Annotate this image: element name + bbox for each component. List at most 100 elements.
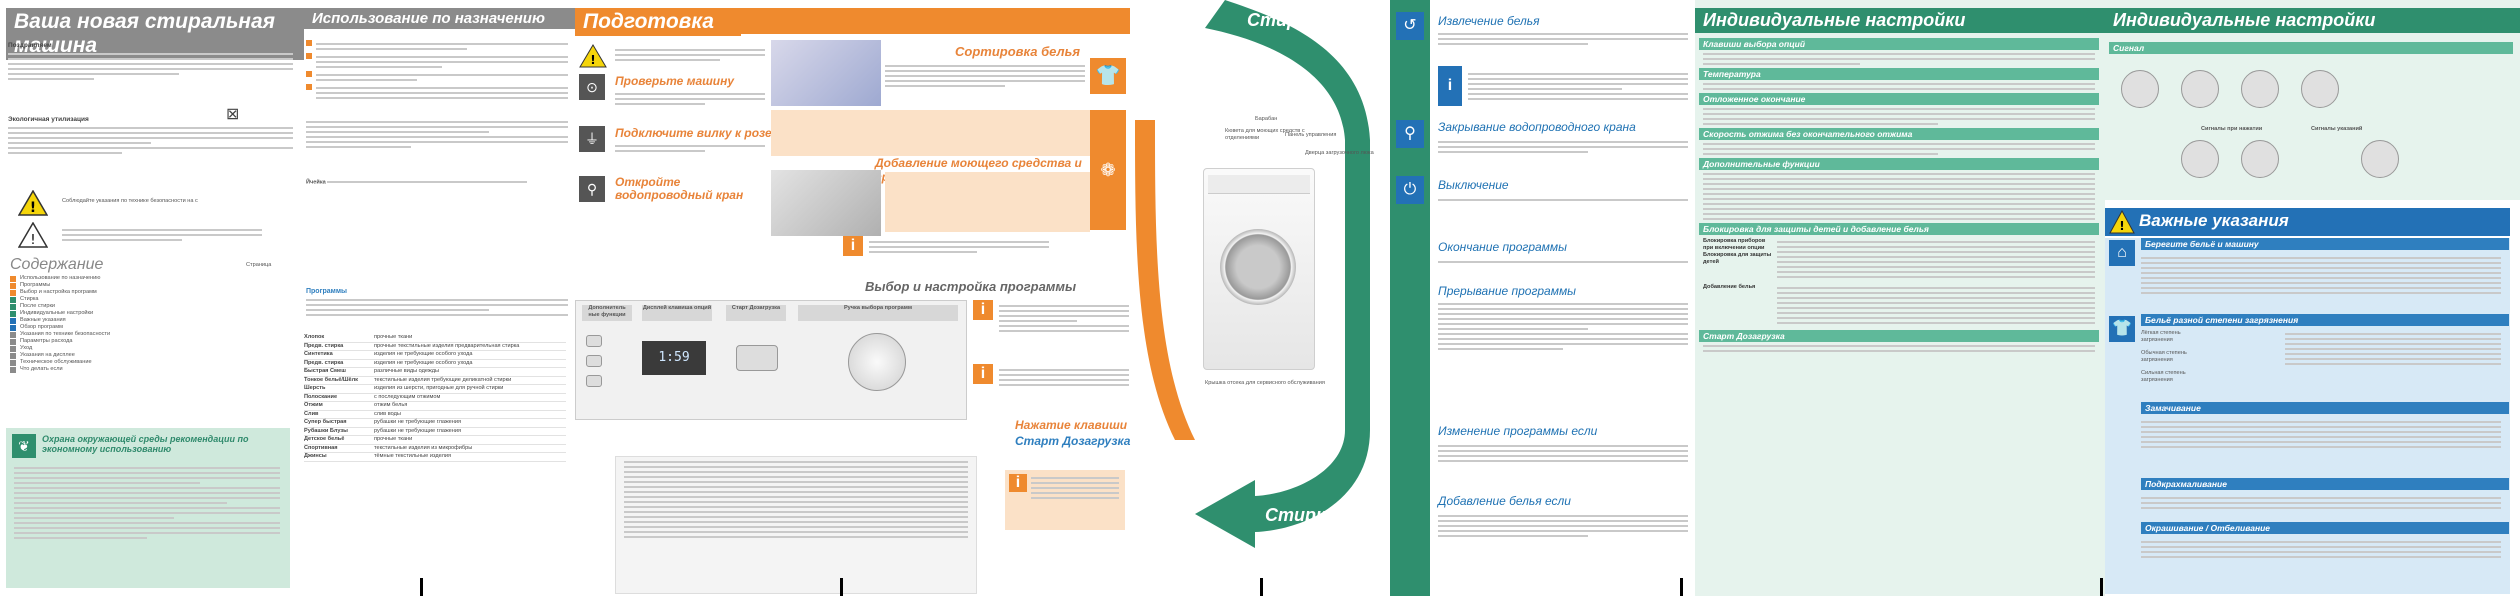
option-button[interactable] (586, 335, 602, 347)
eco-title: Экологичная утилизация (8, 116, 89, 123)
panel-settings: Индивидуальные настройки Клавиши выбора … (1695, 0, 2106, 596)
program-desc: тёмные текстильные изделия (374, 453, 452, 459)
panel-label-knob: Ручка выбора программ (798, 305, 958, 321)
start-label: Старт Дозагрузка (1015, 434, 1131, 448)
flow-arrows (1135, 0, 1370, 548)
contents-item[interactable]: Параметры расхода (10, 338, 290, 345)
program-desc: с последующим отжимом (374, 393, 441, 400)
program-desc: прочные ткани (374, 436, 413, 442)
panel-intro: Ваша новая стиральная машина Поздравляем… (0, 0, 304, 596)
contents-page-label: Страница (246, 262, 272, 268)
program-name: Предв. стирка (304, 342, 344, 349)
bottom-tick (1260, 578, 1263, 596)
contents-item[interactable]: После стирки (10, 303, 290, 310)
label-control-panel-2: Панель управления (1285, 132, 1337, 138)
label-door: Дверца загрузочного люка (1305, 150, 1374, 156)
program-knob[interactable] (848, 333, 906, 391)
contents-item[interactable]: Уход (10, 345, 290, 352)
panel-important: Индивидуальные настройки Сигнал Сигналы … (2105, 0, 2520, 596)
contents-item[interactable]: Использование по назначению (10, 275, 290, 282)
program-name: Супер быстрая (304, 419, 347, 425)
important-header: ! Важные указания (2105, 208, 2510, 236)
warning-icon: ! (579, 44, 607, 73)
display-screen: 1:59 (642, 341, 706, 375)
contents-item[interactable]: Важные указания (10, 317, 290, 324)
contents-item[interactable]: Что делать если (10, 366, 290, 373)
remove-title: Извлечение белья (1438, 14, 1540, 28)
plug-icon: ⏚ (579, 126, 605, 152)
info-box-5: i (1438, 66, 1462, 106)
program-name: Предв. стирка (304, 359, 344, 366)
contents-item[interactable]: Обзор программ (10, 324, 290, 331)
warning-icon: ! (2109, 209, 2135, 239)
tap-icon: ⚲ (1396, 120, 1424, 148)
program-desc: текстильные изделия требующие деликатной… (374, 376, 512, 383)
important-title: Важные указания (2139, 211, 2289, 230)
signal-label: Сигналы при нажатии (2201, 126, 2263, 132)
shirt-icon: 👕 (2109, 316, 2135, 342)
machine-check-icon: ⊙ (579, 74, 605, 100)
contents-title: Содержание (10, 256, 104, 273)
panel-label-display: Дисплей клавиша опций (642, 305, 712, 321)
info-box-2: i (973, 300, 993, 320)
program-row: Рубашки Блузы рубашки не требующие глажен… (304, 427, 566, 436)
svg-text:!: ! (590, 53, 595, 67)
prep-title: Подготовка (575, 8, 741, 36)
interrupt-title: Прерывание программы (1438, 284, 1577, 298)
contents-item[interactable]: Выбор и настройка программ (10, 289, 290, 296)
info-box: i (843, 236, 863, 256)
intro-title: Ваша новая стиральная машина (6, 8, 304, 60)
program-name: Рубашки Блузы (304, 427, 348, 434)
signal-diagram: Сигналы при нажатии Сигналы указаний (2111, 56, 2507, 196)
program-name: Слив (304, 410, 319, 417)
svg-text:!: ! (30, 233, 35, 248)
programs-title: Программы (306, 288, 348, 295)
press-title: Нажатие клавиши (1015, 418, 1128, 432)
section-bar: Берегите бельё и машину (2141, 238, 2509, 250)
door-porthole (1220, 229, 1296, 305)
program-desc: текстильные изделия из микрофибры (374, 444, 473, 451)
panel-label-extra: Дополнитель ные функции (582, 305, 632, 321)
start-button[interactable] (736, 345, 778, 371)
add-title: Добавление белья если (1438, 494, 1571, 508)
option-button[interactable] (586, 375, 602, 387)
section-bar: Подкрахмаливание (2141, 478, 2509, 490)
program-desc: слив воды (374, 410, 401, 417)
label-drawer: Кювета для моющих средств с отделениями (1225, 128, 1305, 141)
bottom-arrow-label: Стирка (1265, 505, 1336, 525)
contents-item[interactable]: Техническое обслуживание (10, 359, 290, 366)
top-arrow-label: Стирка (1247, 10, 1318, 30)
option-button[interactable] (586, 355, 602, 367)
warning-note: Соблюдайте указания по технике безопасно… (62, 198, 198, 204)
load-light: Лёгкая степень загрязнения (2141, 330, 2181, 343)
contents-item[interactable]: Программы (10, 282, 290, 289)
contents-item[interactable]: Указания на дисплее (10, 352, 290, 359)
panel-prep: Подготовка ! ⊙ Проверьте машину ⏚ Подклю… (575, 0, 1135, 596)
contents-item[interactable]: Указания по технике безопасности (10, 331, 290, 338)
contents-item[interactable]: Индивидуальные настройки (10, 310, 290, 317)
program-name: Отжим (304, 402, 323, 408)
bottom-tick (2100, 578, 2103, 596)
program-desc: отжим белья (374, 402, 408, 408)
remove-icon: ↺ (1396, 12, 1424, 40)
change-title: Изменение программы если (1438, 424, 1598, 438)
program-desc: рубашки не требующие глажения (374, 427, 462, 434)
contents-item[interactable]: Стирка (10, 296, 290, 303)
program-name: Шерсть (304, 385, 326, 391)
off-title: Выключение (1438, 178, 1509, 192)
contents-list: Использование по назначению Программы Вы… (10, 275, 290, 373)
program-name: Быстрая Смеш (304, 368, 346, 374)
add-laundry-label: Добавление белья (1703, 284, 1756, 290)
env-box: ❦ Охрана окружающей среды рекомендации п… (6, 428, 290, 588)
drawer-photo (771, 170, 881, 236)
select-title: Выбор и настройка программы (865, 279, 1077, 294)
